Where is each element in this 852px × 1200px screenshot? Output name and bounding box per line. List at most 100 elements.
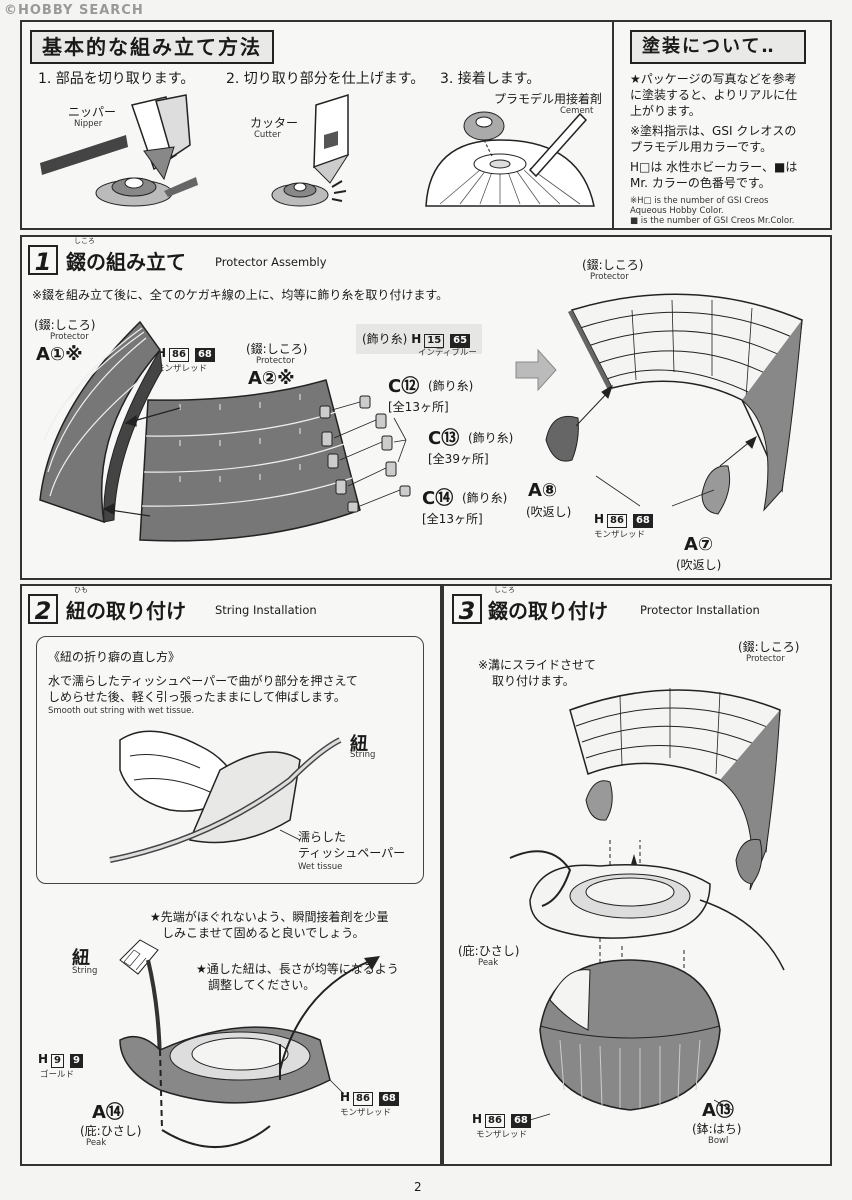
helmet-assembly-illustration (509, 688, 785, 1121)
part-a7-desc: (吹返し) (676, 558, 722, 572)
deco-string-color-name: インディブルー (418, 348, 477, 358)
protector-label-2: (錣:しころ) (246, 342, 308, 356)
part-c13-count: [全39ヶ所] (428, 452, 489, 466)
part-c14-desc: (飾り糸) (462, 491, 508, 505)
section-2-title-en: String Installation (215, 603, 317, 617)
part-c14-count: [全13ヶ所] (422, 512, 483, 526)
tip-text-1: ★先端がほぐれないよう、瞬間接着剤を少量 (150, 910, 389, 924)
part-c12-count: [全13ヶ所] (388, 400, 449, 414)
nipper-illustration (40, 94, 198, 207)
string-fix-title: 《紐の折り癖の直し方》 (48, 650, 181, 664)
section-2-ruby: ひも (74, 586, 88, 594)
assembled-protector-illustration (545, 293, 803, 515)
right-protector-label: (錣:しころ) (582, 258, 644, 272)
color-h9-name: ゴールド (40, 1070, 75, 1080)
bowl-label: (鉢:はち) (692, 1122, 742, 1136)
section-1-ruby: しころ (74, 237, 95, 245)
cement-label-en: Cement (560, 106, 594, 116)
step-1: 1. 部品を切り取ります。 (38, 71, 195, 87)
paint-en-1: ※H□ is the number of GSI Creos (630, 196, 769, 206)
paint-text-1: ★パッケージの写真などを参考 (630, 72, 797, 86)
s3-peak-label: (庇:ひさし) (458, 944, 520, 958)
part-c13-label: C⑬ (428, 428, 460, 449)
color-h86-name-2: モンザレッド (594, 530, 646, 540)
color-h86-name: モンザレッド (156, 364, 208, 374)
section-1-title-en: Protector Assembly (215, 255, 327, 269)
tip-text-4: 調整してください。 (208, 978, 316, 992)
section-3-number: 3 (452, 594, 482, 625)
cement-illustration (425, 111, 595, 207)
protector-label-2-en: Protector (256, 356, 295, 366)
section-3-title-en: Protector Installation (640, 603, 760, 617)
paint-text-2: に塗装すると、よりリアルに仕 (630, 88, 798, 102)
protector-label-1: (錣:しころ) (34, 318, 96, 332)
string-fix-text-2: しめらせた後、軽く引っ張ったままにして伸ばします。 (48, 690, 346, 704)
copyright-icon: © (4, 3, 18, 18)
part-c14-label: C⑭ (422, 488, 454, 509)
peak-label: (庇:ひさし) (80, 1124, 142, 1138)
paint-text-4: ※塗料指示は、GSI クレオスの (630, 124, 797, 138)
part-a1-label: A①※ (36, 344, 83, 365)
section-1-title: 錣の組み立て (66, 250, 186, 274)
page-number: 2 (414, 1180, 422, 1194)
paint-title: 塗装について‥ (630, 30, 806, 64)
paint-text-5: プラモデル用カラーです。 (630, 140, 773, 154)
cutter-label: カッター (250, 116, 299, 130)
string-fix-box (36, 636, 424, 884)
section-1-note: ※錣を組み立て後に、全てのケガキ線の上に、均等に飾り糸を取り付けます。 (32, 288, 449, 302)
section-2-number: 2 (28, 594, 58, 625)
nipper-label: ニッパー (68, 105, 117, 119)
peak-string-illustration (119, 939, 380, 1148)
part-a8-label: A⑧ (528, 480, 558, 501)
wet-tissue-label-en: Wet tissue (298, 862, 343, 872)
section-2-title: 紐の取り付け (66, 599, 186, 623)
part-a8-desc: (吹返し) (526, 505, 572, 519)
paint-en-2: Aqueous Hobby Color. (630, 206, 724, 216)
s3-peak-label-en: Peak (478, 958, 499, 968)
string-fix-en: Smooth out string with wet tissue. (48, 706, 195, 716)
part-c12-desc: (飾り糸) (428, 379, 474, 393)
step-2: 2. 切り取り部分を仕上げます。 (226, 71, 425, 87)
color-h86b-name: モンザレッド (340, 1108, 392, 1118)
wet-tissue-label-1: 濡らした (298, 830, 347, 844)
protector-parts-illustration (39, 320, 411, 542)
peak-label-en: Peak (86, 1138, 107, 1148)
section-3-title: 錣の取り付け (488, 599, 608, 623)
part-a13-label: A⑬ (702, 1100, 734, 1121)
paint-text-3: 上がります。 (630, 104, 701, 118)
string-label-2: 紐 (72, 948, 90, 969)
basic-assembly-title: 基本的な組み立て方法 (30, 30, 274, 64)
protector-label-1-en: Protector (50, 332, 89, 342)
part-a2-label: A②※ (248, 368, 295, 389)
section-1-number: 1 (28, 245, 58, 276)
string-label-2-en: String (72, 966, 98, 976)
step-3: 3. 接着します。 (440, 71, 541, 87)
wet-tissue-label-2: ティッシュペーパー (298, 846, 406, 860)
cutter-label-en: Cutter (254, 130, 281, 140)
right-protector-label-en: Protector (590, 272, 629, 282)
cutter-illustration (271, 93, 350, 207)
bowl-label-en: Bowl (708, 1136, 729, 1146)
cement-label: プラモデル用接着剤 (494, 92, 603, 106)
string-label-1: 紐 (350, 734, 368, 755)
s3-protector-label: (錣:しころ) (738, 640, 800, 654)
string-label-1-en: String (350, 750, 376, 760)
part-a7-label: A⑦ (684, 534, 714, 555)
paint-en-3: ■ is the number of GSI Creos Mr.Color. (630, 216, 795, 226)
hand-tissue-illustration (109, 730, 342, 863)
section-3-ruby: しころ (494, 586, 515, 594)
paint-text-6: H□は 水性ホビーカラー、■は (630, 160, 798, 174)
part-a14-label: A⑭ (92, 1102, 124, 1123)
part-c13-desc: (飾り糸) (468, 431, 514, 445)
paint-text-7: Mr. カラーの色番号です。 (630, 176, 771, 190)
s3-color-h86-name: モンザレッド (476, 1130, 528, 1140)
section-3-note-2: 取り付けます。 (492, 674, 575, 688)
section-3-note-1: ※溝にスライドさせて (478, 658, 597, 672)
s3-protector-label-en: Protector (746, 654, 785, 664)
assembly-arrow-icon (515, 348, 557, 392)
nipper-label-en: Nipper (74, 119, 103, 129)
